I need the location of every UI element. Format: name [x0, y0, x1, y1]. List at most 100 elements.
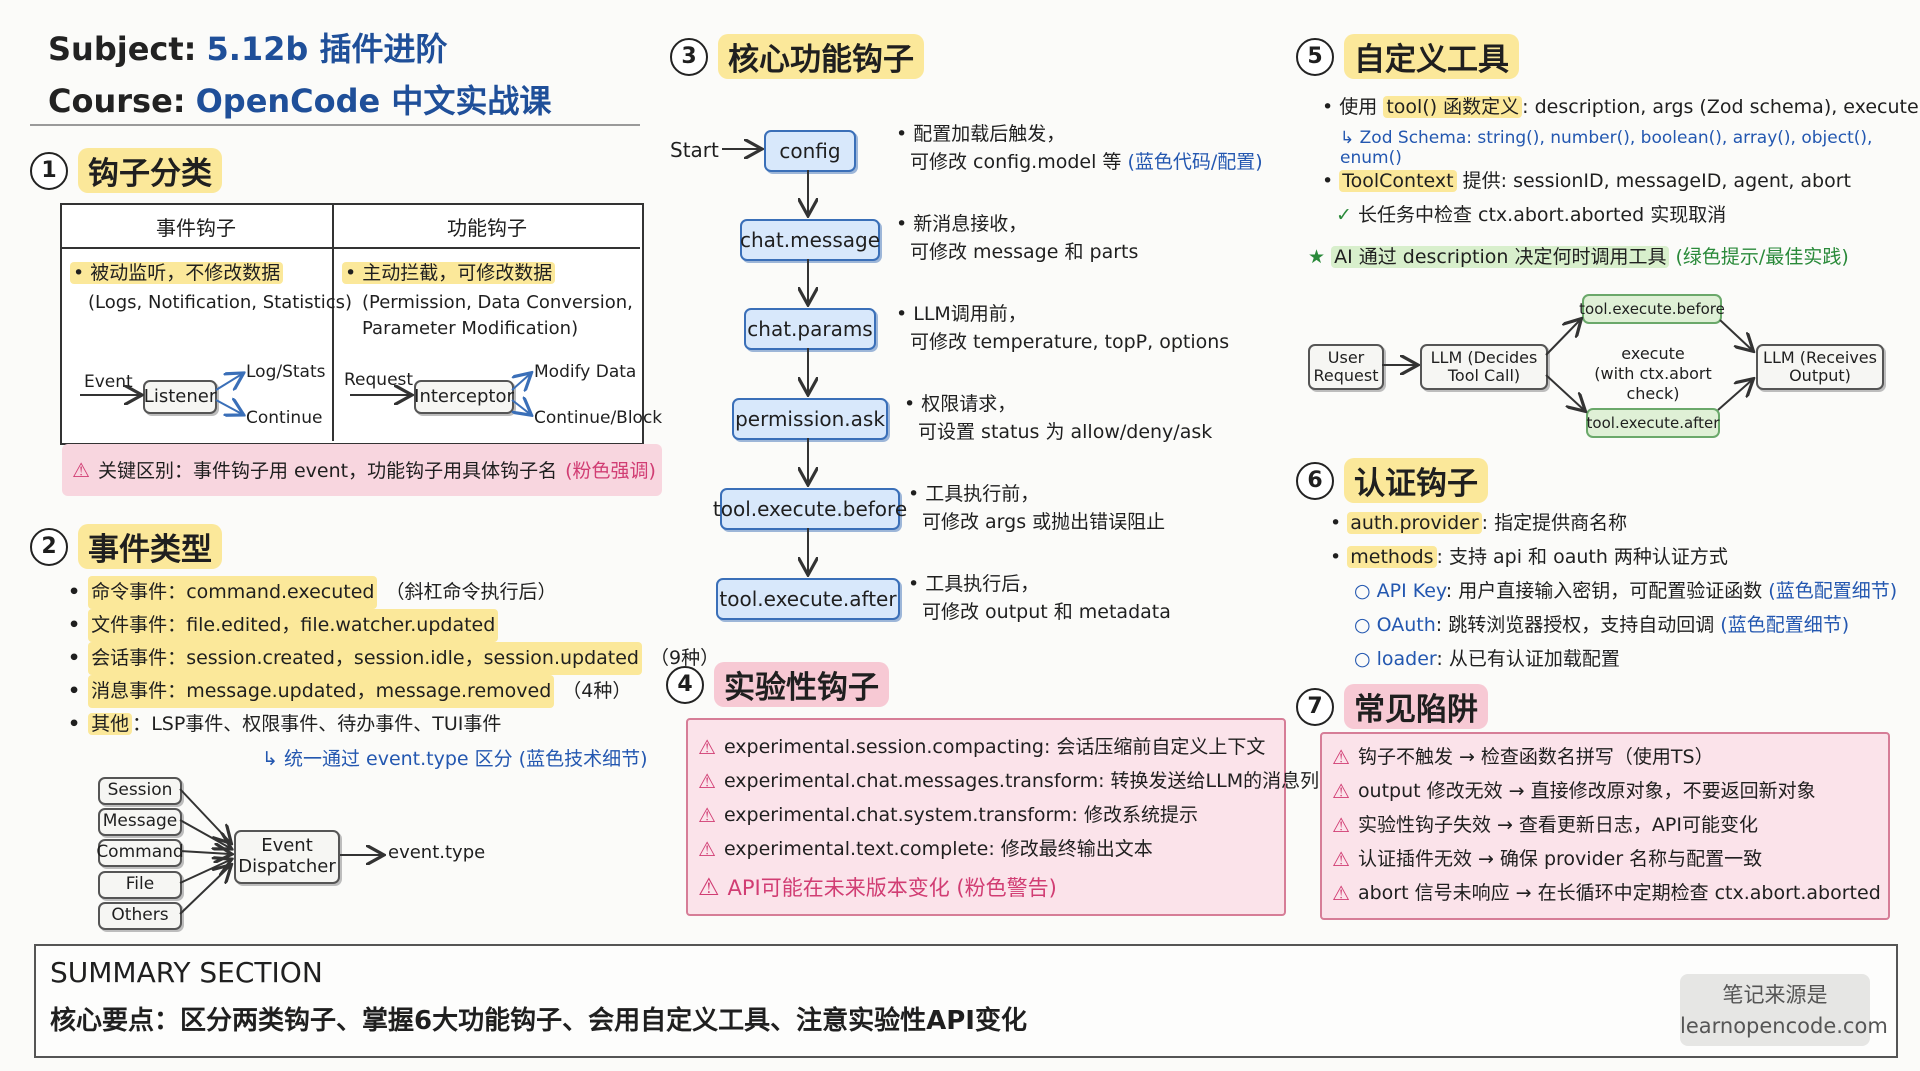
- modify-data-label: Modify Data: [534, 362, 637, 382]
- section-7-heading: 常见陷阱: [1344, 684, 1488, 729]
- section-1-heading: 钩子分类: [78, 148, 222, 193]
- hook-chat-message: chat.message: [740, 219, 880, 261]
- function-hook-examples-1: (Permission, Data Conversion,: [362, 292, 633, 313]
- event-type-output: event.type: [388, 842, 486, 863]
- list-item: ⚠钩子不触发 → 检查函数名拼写（使用TS）: [1332, 740, 1881, 774]
- function-hook-header: 功能钩子: [447, 216, 527, 240]
- warning-icon: ⚠: [698, 769, 716, 793]
- warning-icon: ⚠: [1332, 881, 1350, 905]
- list-item: ○ OAuth: 跳转浏览器授权，支持自动回调 (蓝色配置细节): [1354, 614, 1850, 636]
- best-practice-line: ★ AI 通过 description 决定何时调用工具 (绿色提示/最佳实践): [1308, 246, 1849, 268]
- warning-icon: ⚠: [1332, 847, 1350, 871]
- continue-label: Continue: [246, 408, 323, 428]
- auth-hook-list: • auth.provider: 指定提供商名称 • methods: 支持 a…: [1330, 506, 1897, 676]
- warning-icon: ⚠: [1332, 779, 1350, 803]
- list-item: ⚠认证插件无效 → 确保 provider 名称与配置一致: [1332, 842, 1881, 876]
- zod-schema-line: ↳ Zod Schema: string(), number(), boolea…: [1340, 128, 1873, 168]
- section-4-heading: 实验性钩子: [714, 662, 889, 707]
- list-item: ⚠experimental.chat.messages.transform: 转…: [698, 764, 1338, 798]
- section-1-title: 1 钩子分类: [30, 148, 222, 193]
- experimental-hooks-box: [686, 718, 1286, 916]
- listener-node: Listener: [143, 380, 217, 414]
- source-command: Command: [96, 839, 184, 867]
- experimental-hooks-list: ⚠experimental.session.compacting: 会话压缩前自…: [698, 730, 1338, 866]
- pitfalls-box: [1320, 732, 1890, 920]
- log-arrow: [215, 374, 242, 390]
- summary-title: SUMMARY SECTION: [50, 956, 323, 989]
- section-3-title: 3 核心功能钩子: [670, 34, 924, 79]
- hook-permission-ask: permission.ask: [732, 398, 888, 440]
- key-difference-text: 关键区别：事件钩子用 event，功能钩子用具体钩子名: [97, 460, 558, 482]
- warning-icon: ⚠: [72, 457, 90, 482]
- list-item: ⚠experimental.text.complete: 修改最终输出文本: [698, 832, 1338, 866]
- hook-chat-message-desc: • 新消息接收， 可修改 message 和 parts: [896, 213, 1139, 263]
- warning-icon: ⚠: [698, 803, 716, 827]
- hook-config: config: [764, 130, 856, 172]
- check-icon: ✓: [1336, 204, 1352, 226]
- hook-tool-after-desc: • 工具执行后， 可修改 output 和 metadata: [908, 573, 1171, 623]
- key-difference-callout: [62, 444, 662, 496]
- table-header-rule: [60, 247, 640, 249]
- section-4-title: 4 实验性钩子: [666, 662, 889, 707]
- event-dispatcher-node: Event Dispatcher: [234, 830, 340, 884]
- event-hook-examples: (Logs, Notification, Statistics): [88, 292, 353, 313]
- course-line: Course:OpenCode 中文实战课: [48, 76, 551, 122]
- section-6-number: 6: [1296, 461, 1334, 500]
- pitfalls-list: ⚠钩子不触发 → 检查函数名拼写（使用TS） ⚠output 修改无效 → 直接…: [1332, 740, 1881, 910]
- section-2-number: 2: [30, 527, 68, 566]
- tool-context-line: • ToolContext 提供: sessionID, messageID, …: [1322, 170, 1851, 192]
- list-item: ⚠experimental.chat.system.transform: 修改系…: [698, 798, 1338, 832]
- section-6-title: 6 认证钩子: [1296, 458, 1488, 503]
- user-request-node: User Request: [1308, 344, 1384, 390]
- section-7-number: 7: [1296, 687, 1334, 726]
- warning-icon: ⚠: [698, 837, 716, 861]
- block-arrow: [512, 400, 530, 414]
- hook-tool-execute-before: tool.execute.before: [713, 488, 907, 530]
- section-6-heading: 认证钩子: [1344, 458, 1488, 503]
- execute-label: execute (with ctx.abort check): [1594, 344, 1712, 403]
- hook-chat-params-desc: • LLM调用前， 可修改 temperature, topP, options: [896, 303, 1230, 353]
- section-3-number: 3: [670, 37, 708, 76]
- warning-icon: ⚠: [698, 735, 716, 759]
- list-item: ⚠experimental.session.compacting: 会话压缩前自…: [698, 730, 1338, 764]
- tool-execute-before-node: tool.execute.before: [1579, 294, 1725, 324]
- warning-icon: ⚠: [698, 873, 720, 901]
- hook-chat-params: chat.params: [744, 308, 876, 350]
- hook-permission-ask-desc: • 权限请求， 可设置 status 为 allow/deny/ask: [904, 393, 1213, 443]
- list-item: • auth.provider: 指定提供商名称: [1330, 512, 1628, 534]
- list-item: ⚠abort 信号未响应 → 在长循环中定期检查 ctx.abort.abort…: [1332, 876, 1881, 910]
- list-item: •其他：LSP事件、权限事件、待办事件、TUI事件: [68, 713, 502, 735]
- event-type-note: ↳ 统一通过 event.type 区分 (蓝色技术细节): [262, 748, 648, 770]
- hook-config-desc: • 配置加载后触发， 可修改 config.model 等 (蓝色代码/配置): [896, 123, 1263, 173]
- warning-icon: ⚠: [1332, 813, 1350, 837]
- function-hook-examples-2: Parameter Modification): [362, 318, 579, 339]
- section-4-number: 4: [666, 665, 704, 704]
- section-2-title: 2 事件类型: [30, 524, 222, 569]
- hook-tool-execute-after: tool.execute.after: [716, 578, 900, 620]
- subject-value: 5.12b 插件进阶: [206, 30, 448, 68]
- flow-start-label: Start: [670, 138, 719, 162]
- event-hook-main: • 被动监听，不修改数据: [70, 262, 284, 284]
- log-stats-label: Log/Stats: [246, 362, 326, 382]
- list-item: ○ API Key: 用户直接输入密钥，可配置验证函数 (蓝色配置细节): [1354, 580, 1898, 602]
- event-hook-header: 事件钩子: [156, 216, 236, 240]
- list-item: ○ loader: 从已有认证加载配置: [1354, 648, 1620, 670]
- summary-text: 核心要点：区分两类钩子、掌握6大功能钩子、会用自定义工具、注意实验性API变化: [50, 1006, 1027, 1036]
- section-5-title: 5 自定义工具: [1296, 34, 1519, 79]
- section-3-heading: 核心功能钩子: [718, 34, 924, 79]
- section-2-heading: 事件类型: [78, 524, 222, 569]
- source-message: Message: [98, 808, 182, 836]
- warning-icon: ⚠: [1332, 745, 1350, 769]
- event-input-label: Event: [84, 372, 133, 392]
- subject-key: Subject:: [48, 30, 197, 68]
- star-icon: ★: [1308, 246, 1326, 268]
- section-5-heading: 自定义工具: [1344, 34, 1519, 79]
- llm-receives-node: LLM (Receives Output): [1756, 344, 1884, 390]
- course-value: OpenCode 中文实战课: [195, 82, 552, 120]
- return-arrow-icon: ↳: [262, 748, 278, 770]
- function-hook-main: • 主动拦截，可修改数据: [342, 262, 556, 284]
- subject-line: Subject:5.12b 插件进阶: [48, 24, 447, 70]
- list-item: • methods: 支持 api 和 oauth 两种认证方式: [1330, 546, 1728, 568]
- source-file: File: [98, 871, 182, 899]
- list-item: •会话事件：session.created，session.idle，sessi…: [68, 642, 719, 675]
